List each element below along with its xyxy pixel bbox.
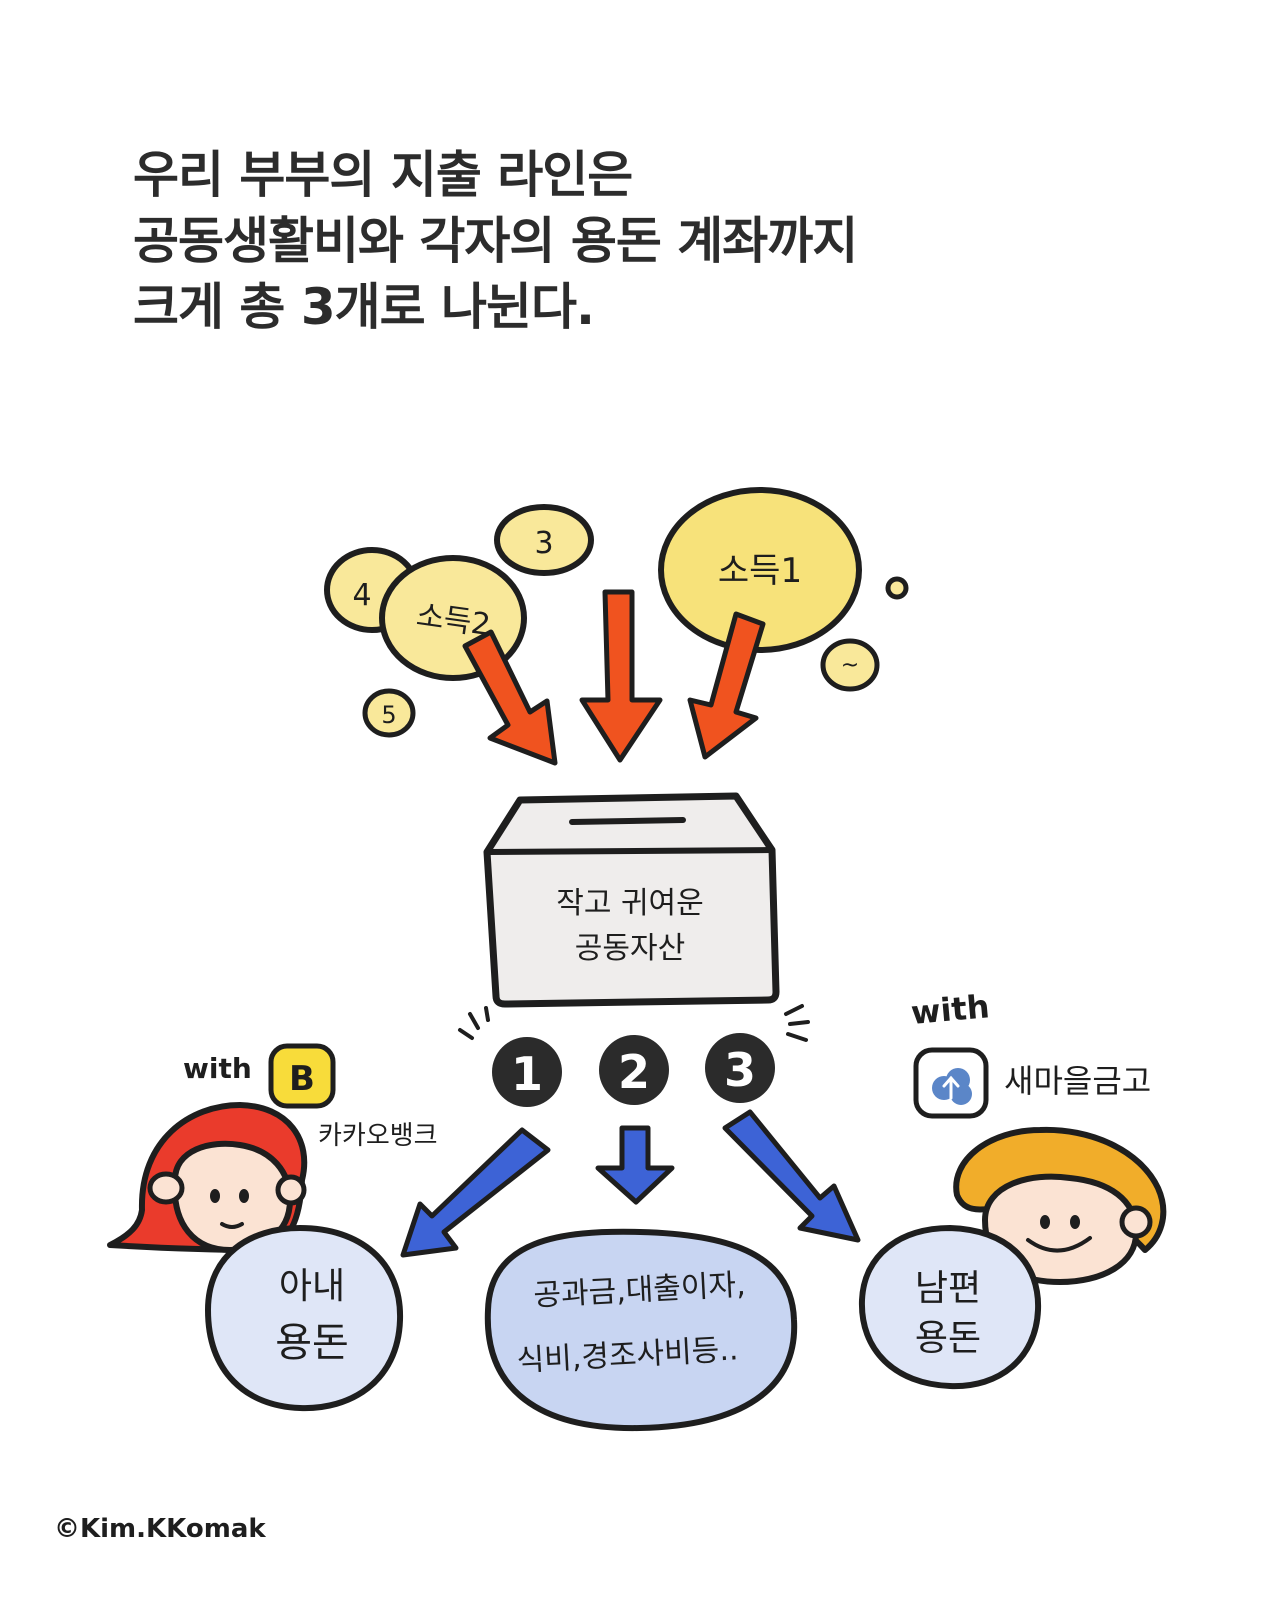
kakao-bank-logo: B	[271, 1046, 333, 1106]
saemaeul-name: 새마을금고	[1004, 1062, 1151, 1100]
kakao-bank-name: 카카오뱅크	[318, 1121, 438, 1151]
husband-eye-left	[1040, 1215, 1050, 1229]
coin-dot	[888, 579, 906, 597]
copyright-credit: ©Kim.KKomak	[54, 1514, 266, 1544]
coin-3-label: 3	[534, 526, 553, 561]
shared-asset-box: 작고 귀여운 공동자산	[487, 796, 776, 1004]
wife-allowance-line-1: 아내	[279, 1266, 345, 1307]
shared-expense-bubble: 공과금,대출이자, 식비,경조사비등..	[488, 1232, 794, 1428]
husband-allowance-arrow	[725, 1112, 858, 1240]
motion-marks-left	[460, 1008, 488, 1038]
wife-eye-left	[210, 1189, 220, 1203]
account-number-3-label: 3	[724, 1043, 756, 1097]
husband-allowance-line-2: 용돈	[915, 1318, 981, 1359]
saemaeul-logo	[916, 1050, 986, 1116]
income-arrow-middle	[582, 592, 660, 760]
coin-4-label: 4	[352, 578, 371, 613]
account-number-2-label: 2	[618, 1045, 650, 1099]
coin-3: 3	[497, 507, 591, 573]
husband-allowance-line-1: 남편	[915, 1268, 981, 1309]
husband-eye-right	[1070, 1215, 1080, 1229]
kakao-bank-logo-letter: B	[289, 1059, 315, 1099]
wife-ear	[150, 1174, 182, 1202]
box-label-line-2: 공동자산	[575, 931, 685, 966]
coin-tilde: ~	[823, 641, 877, 689]
shared-expense-arrow	[598, 1128, 672, 1202]
coin-5: 5	[365, 691, 413, 735]
with-label-left: with	[183, 1052, 252, 1085]
box-label-line-1: 작고 귀여운	[556, 886, 704, 921]
account-number-1-label: 1	[511, 1047, 543, 1101]
wife-allowance-line-2: 용돈	[275, 1320, 349, 1366]
wife-allowance-bubble: 아내 용돈	[208, 1228, 400, 1408]
income-1-label: 소득1	[718, 551, 802, 591]
wife-eye-right	[239, 1189, 249, 1203]
account-number-3: 3	[705, 1033, 775, 1103]
coin-tilde-label: ~	[841, 653, 859, 678]
with-label-right: with	[909, 987, 991, 1032]
coin-5-label: 5	[381, 701, 396, 729]
motion-marks-right	[786, 1006, 808, 1040]
husband-allowance-bubble: 남편 용돈	[862, 1228, 1038, 1386]
husband-ear	[1122, 1208, 1150, 1236]
account-number-2: 2	[599, 1035, 669, 1105]
account-number-1: 1	[492, 1037, 562, 1107]
